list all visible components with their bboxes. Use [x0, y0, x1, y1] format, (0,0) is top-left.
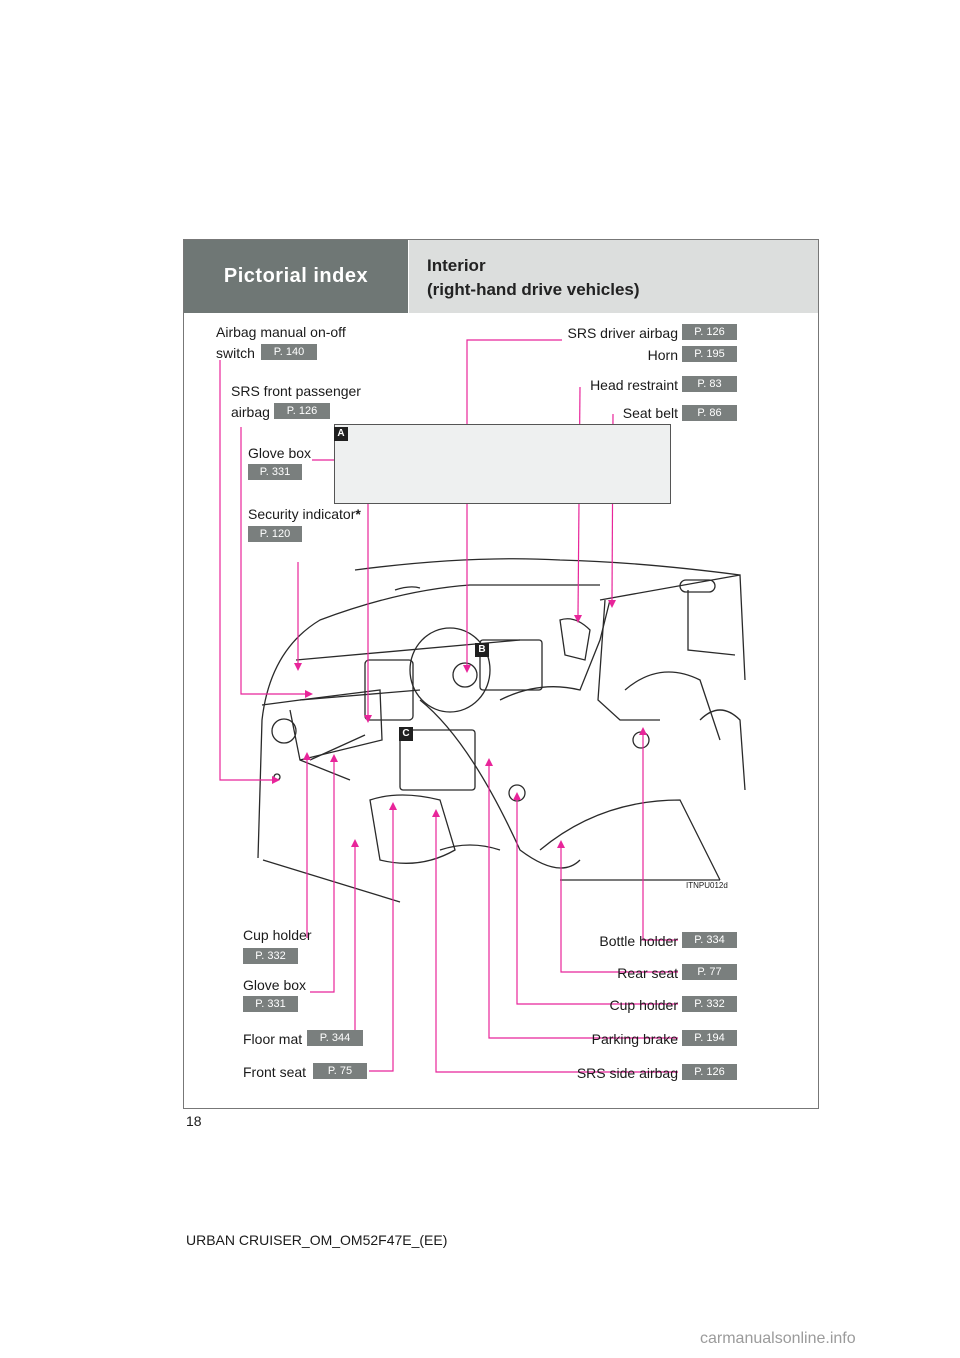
- tag-b: B: [475, 643, 489, 657]
- security-indicator-label: Security indicator*: [248, 506, 361, 522]
- security-indicator-page-ref[interactable]: P. 120: [248, 526, 302, 542]
- parking-brake-page-ref[interactable]: P. 194: [682, 1030, 737, 1046]
- srs-front-passenger-label-2: airbag: [231, 404, 270, 420]
- srs-front-passenger-page-ref[interactable]: P. 126: [274, 403, 330, 419]
- head-restraint-label: Head restraint: [590, 377, 678, 393]
- front-seat-page-ref[interactable]: P. 75: [313, 1063, 367, 1079]
- security-indicator-asterisk: *: [355, 506, 361, 522]
- page-title-line1: Interior: [427, 256, 486, 275]
- horn-label: Horn: [647, 347, 678, 363]
- bottle-holder-label: Bottle holder: [599, 933, 678, 949]
- section-header: Pictorial index: [184, 240, 408, 313]
- bottle-holder-page-ref[interactable]: P. 334: [682, 932, 737, 948]
- section-title: Pictorial index: [223, 265, 369, 287]
- srs-driver-airbag-label: SRS driver airbag: [567, 325, 679, 341]
- car-interior-drawing: [257, 558, 746, 903]
- srs-side-airbag-label: SRS side airbag: [576, 1065, 678, 1081]
- tag-c: C: [399, 727, 413, 741]
- page-frame: [183, 239, 819, 1109]
- srs-driver-airbag-page-ref[interactable]: P. 126: [682, 324, 737, 340]
- detail-box-a: [334, 424, 671, 504]
- airbag-switch-page-ref[interactable]: P. 140: [261, 344, 317, 360]
- seat-belt-label: Seat belt: [622, 405, 678, 421]
- rear-seat-label: Rear seat: [617, 965, 678, 981]
- floor-mat-label: Floor mat: [243, 1031, 303, 1047]
- glove-box-top-page-ref[interactable]: P. 331: [248, 464, 302, 480]
- cup-holder-left-page-ref[interactable]: P. 332: [243, 948, 298, 964]
- page-header: Interior (right-hand drive vehicles): [409, 240, 818, 313]
- head-restraint-page-ref[interactable]: P. 83: [682, 376, 737, 392]
- page-title-line2: (right-hand drive vehicles): [427, 280, 640, 299]
- document-footer: URBAN CRUISER_OM_OM52F47E_(EE): [186, 1232, 448, 1248]
- airbag-switch-label-1: Airbag manual on-off: [216, 324, 346, 340]
- front-seat-label: Front seat: [243, 1064, 307, 1080]
- floor-mat-page-ref[interactable]: P. 344: [307, 1030, 363, 1046]
- cup-holder-right-page-ref[interactable]: P. 332: [682, 996, 737, 1012]
- glove-box-bottom-label: Glove box: [243, 977, 307, 993]
- leader-arrowheads: [272, 600, 647, 848]
- cup-holder-right-label: Cup holder: [609, 997, 679, 1013]
- glove-box-top-label: Glove box: [248, 445, 312, 461]
- horn-page-ref[interactable]: P. 195: [682, 346, 737, 362]
- srs-side-airbag-page-ref[interactable]: P. 126: [682, 1064, 737, 1080]
- page-number: 18: [186, 1113, 202, 1129]
- image-code: ITNPU012d: [686, 881, 728, 890]
- watermark: carmanualsonline.info: [700, 1330, 856, 1347]
- parking-brake-label: Parking brake: [591, 1031, 678, 1047]
- airbag-switch-label-2: switch: [216, 345, 255, 361]
- cup-holder-left-label: Cup holder: [243, 927, 312, 943]
- seat-belt-page-ref[interactable]: P. 86: [682, 405, 737, 421]
- security-indicator-text: Security indicator: [248, 506, 356, 522]
- tag-a: A: [334, 427, 348, 441]
- srs-front-passenger-label-1: SRS front passenger: [231, 383, 361, 399]
- glove-box-bottom-page-ref[interactable]: P. 331: [243, 996, 298, 1012]
- rear-seat-page-ref[interactable]: P. 77: [682, 964, 737, 980]
